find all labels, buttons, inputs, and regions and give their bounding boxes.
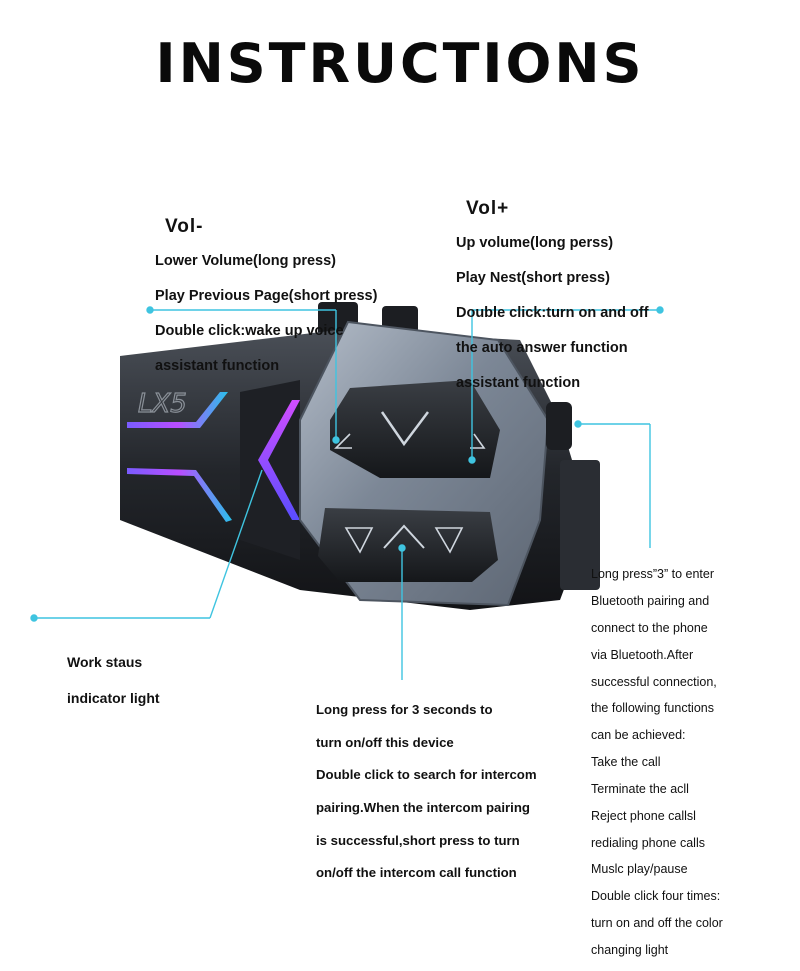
main-line: Double click to search for intercom <box>316 767 537 783</box>
side-line: Reject phone callsl <box>591 808 696 823</box>
led-strip-upper <box>127 392 228 428</box>
side-line: Take the call <box>591 755 661 770</box>
callout-dot-vol-plus-end <box>468 456 476 464</box>
callout-dot-vol-minus <box>146 306 154 314</box>
vol-minus-line: Double click:wake up voice <box>155 322 344 339</box>
vol-plus-description: Vol+ Up volume(long perss) Play Nest(sho… <box>456 182 649 410</box>
side-line: Long press”3” to enter <box>591 567 714 582</box>
callout-indicator-d <box>209 469 263 619</box>
vol-minus-line: Play Previous Page(short press) <box>155 287 378 304</box>
callout-dot-indicator <box>30 614 38 622</box>
vol-plus-line: Double click:turn on and off <box>456 304 649 321</box>
vol-minus-description: Vol- Lower Volume(long press) Play Previ… <box>155 200 377 393</box>
side-button[interactable] <box>546 402 572 450</box>
indicator-line: Work staus <box>67 654 143 670</box>
vol-plus-line: assistant function <box>456 374 581 391</box>
device-logo: LX5 <box>138 389 187 419</box>
side-line: the following functions <box>591 701 714 716</box>
side-clamp <box>560 460 600 590</box>
side-line: turn on and off the color <box>591 915 723 930</box>
wave-center-icon <box>383 524 425 549</box>
indicator-line: indicator light <box>67 690 160 706</box>
wave-left-icon <box>344 527 374 554</box>
indicator-description: Work staus indicator light <box>67 635 160 725</box>
vol-plus-heading: Vol+ <box>466 197 510 219</box>
main-button-description: Long press for 3 seconds to turn on/off … <box>316 686 537 898</box>
wave-right-icon <box>434 527 464 554</box>
main-line: turn on/off this device <box>316 734 454 750</box>
main-line: pairing.When the intercom pairing <box>316 800 530 816</box>
side-line: connect to the phone <box>591 621 708 636</box>
chevron-down-icon <box>380 411 429 447</box>
side-line: redialing phone calls <box>591 835 705 850</box>
callout-dot-vol-minus-end <box>332 436 340 444</box>
side-line: changing light <box>591 942 669 957</box>
side-line: via Bluetooth.After <box>591 647 694 662</box>
page-title: INSTRUCTIONS <box>155 32 645 95</box>
vol-minus-line: assistant function <box>155 357 280 374</box>
led-chevron <box>258 400 300 520</box>
vol-minus-icon <box>334 433 352 449</box>
side-line: successful connection, <box>591 674 717 689</box>
side-line: Terminate the acll <box>591 781 689 796</box>
side-line: Muslc play/pause <box>591 862 688 877</box>
main-line: on/off the intercom call function <box>316 865 517 881</box>
main-button-pad[interactable] <box>318 508 498 582</box>
callout-dot-vol-plus <box>656 306 664 314</box>
vol-plus-line: the auto answer function <box>456 339 628 356</box>
callout-dot-side <box>574 420 582 428</box>
side-button-description: Long press”3” to enter Bluetooth pairing… <box>591 555 723 971</box>
main-line: Long press for 3 seconds to <box>316 702 493 718</box>
main-line: is successful,short press to turn <box>316 832 520 848</box>
led-strip-lower <box>127 468 232 522</box>
vol-plus-line: Up volume(long perss) <box>456 234 614 251</box>
vol-plus-line: Play Nest(short press) <box>456 269 610 286</box>
side-line: Bluetooth pairing and <box>591 594 710 609</box>
side-line: Double click four times: <box>591 889 721 904</box>
device-illustration: LX5 <box>30 302 664 680</box>
vol-minus-heading: Vol- <box>165 215 204 237</box>
vol-minus-line: Lower Volume(long press) <box>155 252 337 269</box>
callout-dot-main <box>398 544 406 552</box>
side-line: can be achieved: <box>591 728 686 743</box>
vol-plus-icon <box>470 433 486 449</box>
